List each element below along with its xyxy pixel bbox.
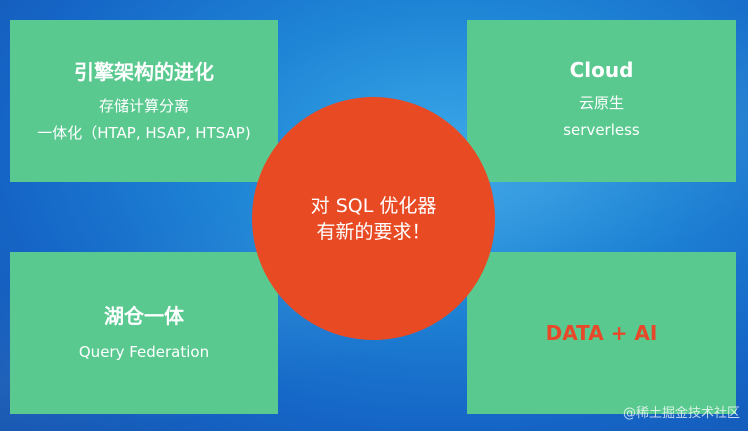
cloud-line-1: 云原生 [578,94,624,112]
cloud-title: Cloud [569,58,634,82]
data-ai-title: DATA + AI [545,321,658,345]
cloud-box: Cloud 云原生 serverless [467,20,736,182]
center-line-1: 对 SQL 优化器 [310,194,437,217]
center-circle: 对 SQL 优化器 有新的要求！ [252,97,495,340]
lakehouse-title: 湖仓一体 [104,304,184,328]
engine-evolution-line-1: 存储计算分离 [98,96,189,115]
engine-evolution-title: 引擎架构的进化 [74,59,214,84]
watermark-text: @稀土掘金技术社区 [622,406,740,421]
center-line-2: 有新的要求！ [316,220,431,243]
lakehouse-line-1: Query Federation [78,343,210,361]
lakehouse-box: 湖仓一体 Query Federation [10,252,278,414]
engine-evolution-line-2: 一体化（HTAP, HSAP, HTSAP) [37,123,251,142]
data-ai-box: DATA + AI [467,252,736,414]
engine-evolution-box: 引擎架构的进化 存储计算分离 一体化（HTAP, HSAP, HTSAP) [10,20,278,182]
cloud-line-2: serverless [563,121,640,139]
